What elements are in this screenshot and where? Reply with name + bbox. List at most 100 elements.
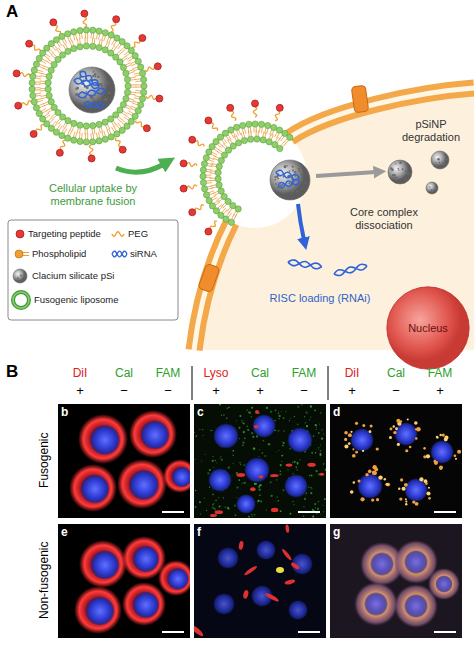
lipid-tail: [239, 130, 241, 135]
cell-nucleus: [350, 428, 374, 452]
lipid-tail: [118, 45, 121, 49]
lipid-head: [102, 119, 108, 125]
lipid-tail: [265, 132, 266, 137]
lipid-tail: [229, 213, 232, 218]
calcein-speckle: [304, 416, 305, 417]
lipid-tail: [206, 177, 211, 178]
cell-nucleus: [85, 596, 115, 626]
peg-chain: [253, 107, 256, 117]
calcein-speckle: [254, 483, 256, 485]
fam-speckle: [395, 427, 398, 430]
lipid-tail: [131, 106, 136, 108]
pore: [302, 188, 304, 190]
lipid-tail: [90, 33, 91, 38]
pore: [394, 176, 396, 178]
peg-chain: [136, 120, 144, 126]
pore: [101, 85, 103, 87]
lipid-tail: [87, 37, 88, 42]
lipid-head: [138, 64, 144, 70]
fam-speckle: [428, 497, 431, 500]
sirna-helix: [80, 71, 98, 84]
lipid-tail: [109, 129, 111, 134]
lysosome-spot: [286, 463, 293, 466]
peg-chain: [132, 40, 140, 47]
calcein-speckle: [251, 416, 252, 417]
lipid-head: [215, 170, 221, 176]
peg-chain: [115, 138, 121, 147]
sirna-helix: [112, 251, 127, 257]
legend-text: PEG: [128, 228, 148, 239]
lipid-tail: [64, 129, 67, 134]
uptake-arrow: [116, 164, 164, 172]
targeting-peptide: [227, 104, 234, 111]
lipid-tail: [248, 131, 250, 136]
peg-chain: [187, 185, 197, 189]
calcein-speckle: [305, 493, 306, 494]
calcein-speckle: [281, 461, 282, 462]
lipid-tail: [244, 128, 245, 133]
calcein-speckle: [254, 483, 256, 485]
calcein-speckle: [243, 431, 245, 433]
lipid-tail: [73, 132, 74, 137]
pore: [277, 182, 278, 183]
lipid-tail: [81, 133, 83, 138]
lipid-tail: [101, 127, 103, 132]
fam-speckle: [419, 477, 423, 481]
dii-stained-cell: [122, 582, 166, 626]
calcein-speckle: [278, 430, 280, 432]
targeting-peptide: [15, 102, 22, 109]
pore: [275, 183, 277, 185]
calcein-speckle: [258, 486, 260, 488]
calcein-speckle: [195, 490, 196, 491]
fam-speckle: [434, 460, 437, 463]
calcein-speckle: [252, 436, 254, 438]
lipid-tail: [112, 45, 115, 50]
lipid-head: [108, 32, 114, 38]
fam-speckle: [407, 418, 409, 420]
lysosome-spot: [285, 524, 289, 533]
pore: [435, 188, 437, 190]
calcein-speckle: [282, 445, 284, 447]
calcein-speckle: [252, 516, 253, 517]
calcein-speckle: [207, 472, 209, 474]
fam-speckle: [405, 498, 407, 500]
porous-silicon-particle: [270, 160, 310, 200]
lipid-tail: [269, 134, 271, 139]
lipid-head: [29, 80, 35, 86]
calcein-speckle: [278, 413, 280, 415]
lipid-tail: [274, 132, 277, 137]
lipid-tail: [277, 138, 280, 143]
calcein-speckle: [316, 426, 317, 427]
calcein-speckle: [303, 516, 305, 518]
pore: [292, 166, 294, 168]
porous-silicon-particle: [13, 269, 27, 283]
lipid-head: [59, 33, 65, 39]
calcein-speckle: [258, 488, 260, 490]
lysosome-spot: [215, 510, 223, 514]
lipid-tail: [241, 133, 243, 138]
cell-nucleus: [287, 427, 313, 453]
fam-speckle: [368, 470, 372, 474]
pore: [86, 91, 87, 92]
pore: [289, 170, 291, 172]
calcein-speckle: [203, 435, 204, 436]
pore: [395, 178, 398, 181]
lipid-tail: [213, 191, 218, 193]
calcein-speckle: [246, 410, 247, 411]
calcein-speckle: [279, 473, 281, 475]
cell-nucleus: [291, 553, 313, 575]
lipid-tail: [58, 48, 61, 52]
peg-chain: [89, 145, 93, 155]
peg-chain: [145, 67, 155, 71]
targeting-peptide: [156, 95, 163, 102]
pore: [395, 163, 396, 164]
lipid-tail: [236, 135, 238, 140]
calcein-speckle: [259, 494, 261, 496]
stain-name: FAM: [282, 366, 326, 380]
lysosome-spot: [284, 579, 295, 586]
lipid-tail: [210, 170, 215, 172]
targeting-peptide: [205, 117, 212, 124]
calcein-speckle: [318, 447, 319, 448]
lipid-tail: [117, 118, 121, 122]
fam-speckle: [426, 454, 430, 458]
